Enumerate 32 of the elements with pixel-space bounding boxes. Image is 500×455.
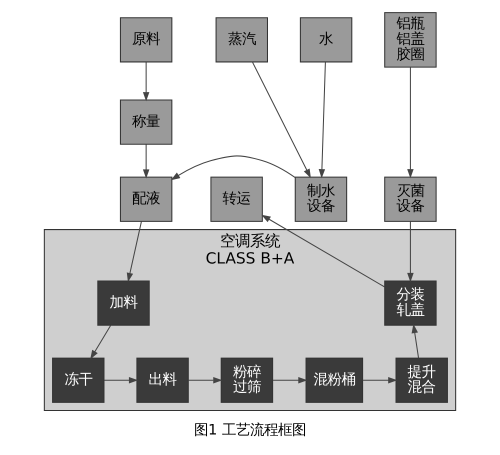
node-box: 加料 xyxy=(97,280,150,326)
arrow xyxy=(362,376,398,384)
arrow xyxy=(318,62,326,178)
node-box: 铝瓶铝盖胶圈 xyxy=(384,12,437,68)
arrow xyxy=(407,67,414,178)
node-box: 粉碎过筛 xyxy=(220,358,274,403)
arrow xyxy=(407,221,414,282)
arrow xyxy=(90,325,112,360)
node-box: 冻干 xyxy=(52,358,104,403)
arrow xyxy=(170,155,296,180)
arrow xyxy=(272,376,308,384)
node-box: 配液 xyxy=(120,176,172,222)
node-box: 原料 xyxy=(120,17,172,62)
node-box: 制水设备 xyxy=(294,176,348,222)
node-box: 称量 xyxy=(120,99,172,145)
node-box: 转运 xyxy=(210,176,263,222)
node-box: 出料 xyxy=(136,358,189,403)
node-box: 混粉桶 xyxy=(306,358,364,403)
node-box: 灭菌设备 xyxy=(384,176,437,222)
node-box: 水 xyxy=(300,17,352,62)
node-box: 分装轧盖 xyxy=(384,280,437,326)
arrow xyxy=(412,324,420,358)
arrow xyxy=(104,376,138,384)
node-box: 提升混合 xyxy=(396,358,448,403)
node-box: 蒸汽 xyxy=(216,17,268,62)
arrow xyxy=(261,214,385,288)
arrow xyxy=(126,221,142,282)
arrow xyxy=(142,62,150,102)
arrow xyxy=(188,376,223,384)
caption: 图1 工艺流程框图 xyxy=(194,422,306,438)
arrow xyxy=(252,62,311,178)
arrow xyxy=(142,144,150,179)
